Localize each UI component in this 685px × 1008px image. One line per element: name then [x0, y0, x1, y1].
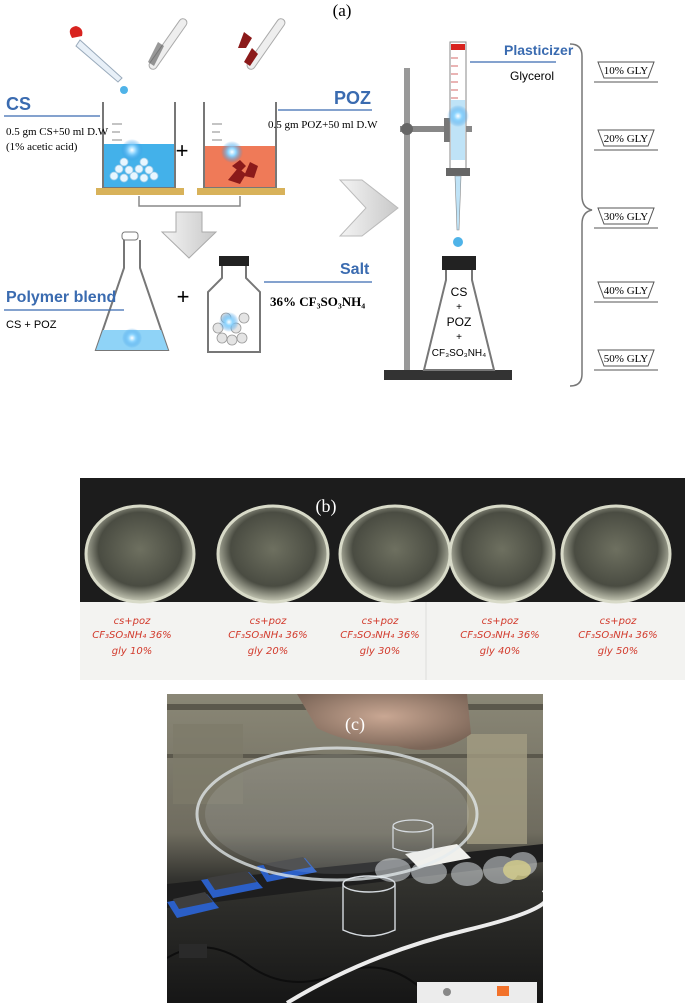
panel-b-photo: (b) cs+poz CF₃SO₃NH₄ 36% gly 10% cs+poz …: [80, 478, 685, 680]
plus-sign: +: [176, 138, 189, 163]
cs-desc-2: (1% acetic acid): [6, 141, 78, 153]
salt-jar: [207, 256, 261, 353]
panel-b-image: (b) cs+poz CF₃SO₃NH₄ 36% gly 10% cs+poz …: [80, 478, 685, 680]
panel-a: (a) + CS 0.5 g: [0, 0, 685, 400]
petri-dish: [338, 504, 452, 604]
gly-label: 10% GLY: [604, 65, 648, 77]
panel-c-label: (c): [345, 714, 365, 735]
poz-desc: 0.5 gm POZ+50 ml D.W: [268, 119, 378, 131]
salt-desc: 36% CF₃SO₃NH₄: [270, 294, 365, 309]
dish-label-line-2: CF₃SO₃NH₄ 36%: [460, 630, 539, 641]
panel-c-image: (c): [166, 694, 550, 1005]
hand: [297, 694, 471, 750]
cs-desc-1: 0.5 gm CS+50 ml D.W: [6, 126, 109, 138]
spatula-cs-icon: [148, 18, 188, 70]
reaction-flask: [422, 256, 496, 371]
panel-c-photo: (c): [166, 694, 550, 1005]
dish-label-line-3: gly 40%: [480, 646, 520, 657]
gly-label: 20% GLY: [604, 133, 648, 145]
plasticizer-title: Plasticizer: [504, 42, 574, 58]
dropper-icon: [69, 26, 128, 94]
dish-label-line-1: cs+poz: [600, 616, 638, 627]
dish-label-line-2: CF₃SO₃NH₄ 36%: [92, 630, 171, 641]
gly-dish: [594, 207, 658, 229]
gly-dish: [594, 281, 658, 303]
curly-brace: [569, 43, 593, 387]
gly-dish: [594, 349, 658, 371]
ring-stand: [384, 68, 512, 380]
flask-line-4: +: [456, 332, 462, 343]
flask-line-1: CS: [451, 285, 468, 299]
panel-a-diagram: (a) + CS 0.5 g: [4, 1, 658, 387]
spatula-poz-icon: [238, 18, 286, 70]
stirrer-plate: [257, 857, 317, 882]
gly-dish: [594, 61, 658, 83]
dish-label-line-1: cs+poz: [362, 616, 400, 627]
gly-label: 40% GLY: [604, 285, 648, 297]
petri-dish: [560, 504, 672, 604]
flask-line-3: POZ: [447, 315, 472, 329]
plasticizer-desc: Glycerol: [510, 69, 554, 83]
dish-label-line-3: gly 50%: [598, 646, 638, 657]
blend-desc: CS + POZ: [6, 319, 57, 331]
gly-label: 30% GLY: [604, 211, 648, 223]
burette: [446, 41, 470, 247]
gly-dish: [594, 129, 658, 151]
panel-b-label: (b): [316, 496, 337, 517]
film-sheet: [195, 746, 479, 882]
cs-title: CS: [6, 94, 31, 114]
plus-sign: +: [177, 284, 190, 309]
gly-label: 50% GLY: [604, 353, 648, 365]
petri-dish: [84, 504, 196, 604]
dish-label-line-2: CF₃SO₃NH₄ 36%: [340, 630, 419, 641]
glass-jar: [392, 819, 434, 853]
right-arrow-icon: [338, 179, 399, 237]
poz-title: POZ: [334, 88, 371, 108]
panel-a-label: (a): [333, 1, 352, 20]
flask-line-5: CF₃SO₃NH₄: [432, 348, 486, 359]
down-arrow-icon: [160, 211, 218, 259]
dish-label-line-1: cs+poz: [250, 616, 288, 627]
dish-label-line-3: gly 20%: [248, 646, 288, 657]
blend-flask: [94, 231, 170, 351]
dish-label-line-2: CF₃SO₃NH₄ 36%: [228, 630, 307, 641]
dish-label-line-1: cs+poz: [482, 616, 520, 627]
dish-label-line-3: gly 30%: [360, 646, 400, 657]
dish-label-line-2: CF₃SO₃NH₄ 36%: [578, 630, 657, 641]
glass-jar: [342, 875, 396, 937]
stirrer-plate: [167, 892, 219, 918]
cs-beaker: [96, 102, 184, 195]
flask-line-2: +: [456, 302, 462, 313]
blend-title: Polymer blend: [6, 289, 116, 306]
poz-beaker: [197, 102, 285, 195]
dish-label-line-1: cs+poz: [114, 616, 152, 627]
petri-dish: [448, 504, 556, 604]
dish-label-line-3: gly 10%: [112, 646, 152, 657]
petri-dish: [216, 504, 330, 604]
stirrer-plate: [201, 871, 263, 898]
salt-title: Salt: [340, 261, 370, 278]
